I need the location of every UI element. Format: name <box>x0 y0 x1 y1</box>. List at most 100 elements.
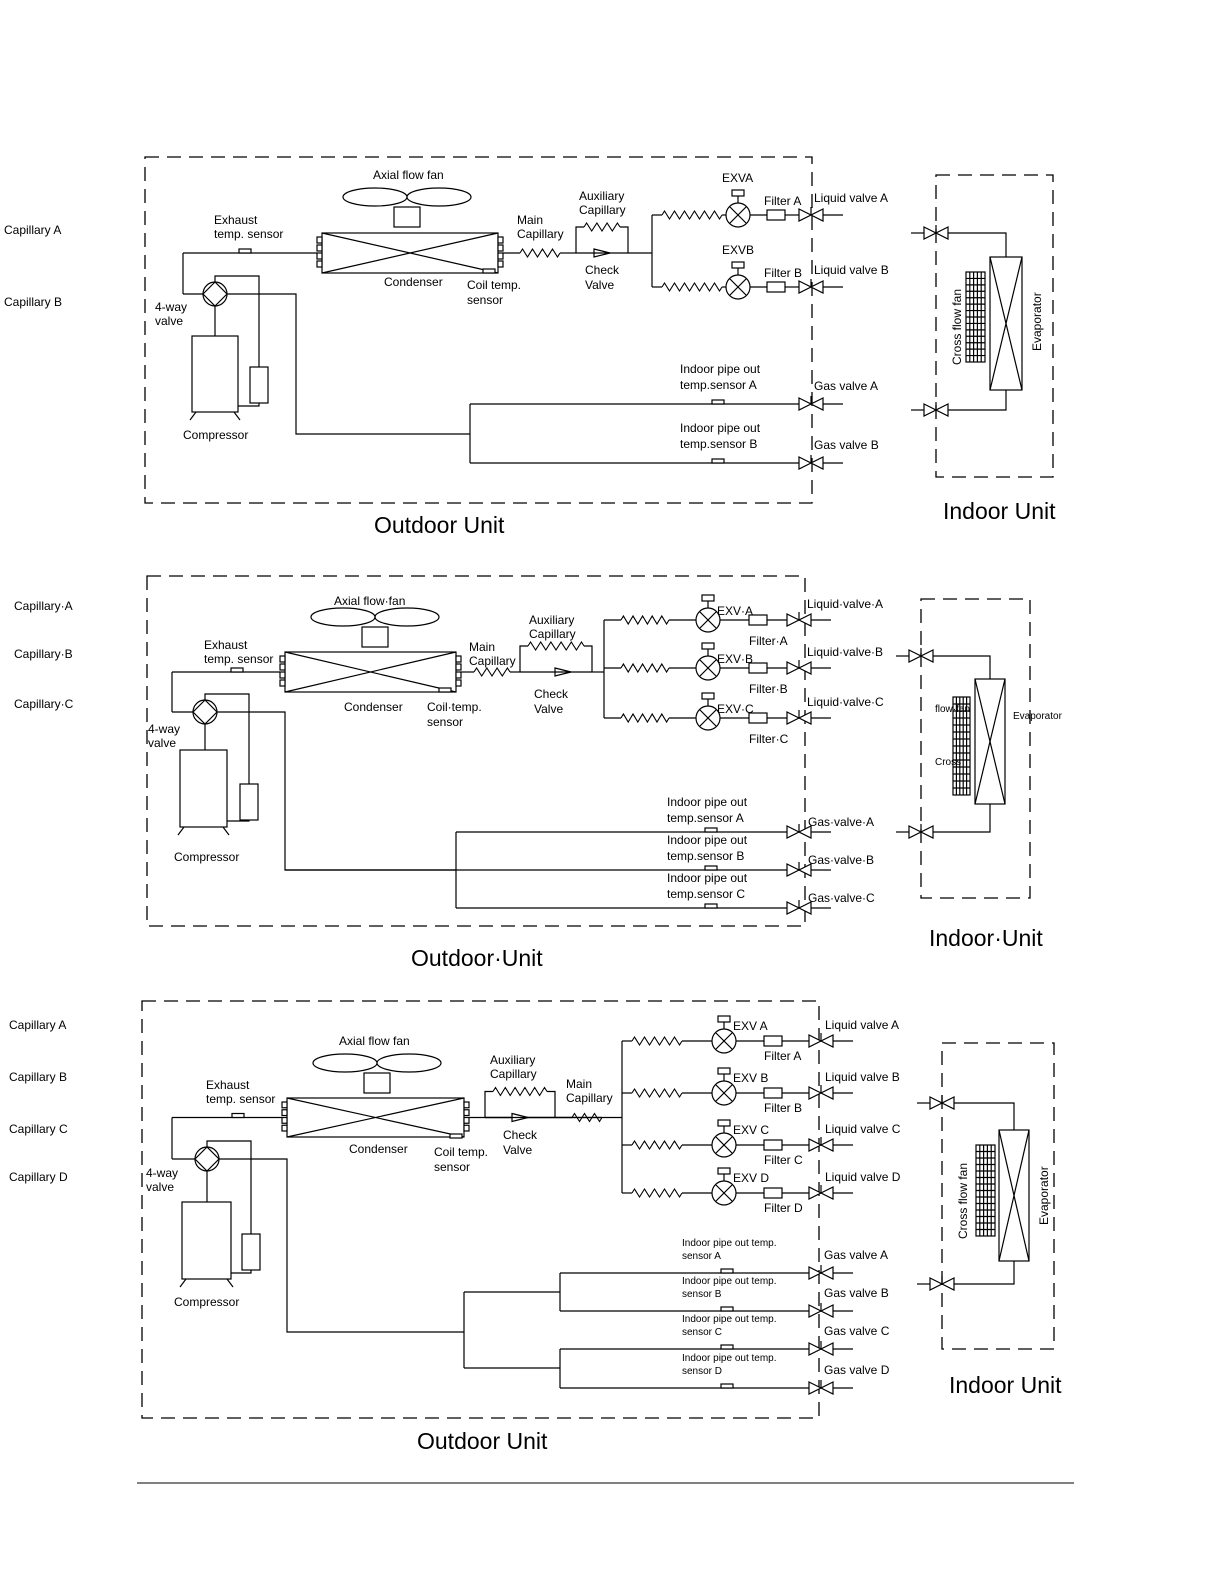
exv-cross <box>729 278 747 296</box>
filter-icon <box>748 712 768 724</box>
exv-icon <box>711 1067 737 1106</box>
gas-sensor-label: Indoor pipe out <box>680 421 761 435</box>
check-valve-label: Check <box>534 687 569 701</box>
cross-flow-fan-icon <box>965 271 986 363</box>
exv-cross <box>715 1032 733 1050</box>
auxiliary-capillary-coil <box>583 221 621 233</box>
filter-label: Filter A <box>764 1049 801 1063</box>
valve-wing <box>808 1304 823 1318</box>
filter-label: Filter·B <box>749 682 788 696</box>
fan-blade <box>406 187 472 207</box>
axial-fan-icon <box>310 607 440 648</box>
valve-wing <box>819 1266 834 1280</box>
gas-valve-label: Gas valve B <box>824 1286 889 1300</box>
filter-label: Filter B <box>764 266 802 280</box>
auxiliary-capillary-coil <box>492 1086 548 1097</box>
valve-wing <box>940 1096 955 1110</box>
exv-cross <box>715 1084 733 1102</box>
pipe <box>484 1090 493 1118</box>
exv-coil <box>731 189 745 197</box>
valve-wing <box>934 403 949 417</box>
gas-service-valve-icon <box>808 1303 834 1318</box>
evaporator-label: Evaporator <box>1013 711 1063 722</box>
condenser-header <box>463 1101 470 1109</box>
coil-sensor-label: Coil temp. <box>434 1145 488 1159</box>
liquid-valve-label: Liquid·valve·B <box>807 645 883 659</box>
condenser-header <box>316 236 323 244</box>
axial-fan-label: Axial flow·fan <box>334 594 405 608</box>
valve-wing <box>819 1304 834 1318</box>
four-way-label: valve <box>146 1180 174 1194</box>
valve-wing <box>786 901 801 915</box>
branch-capillary-label: Capillary B <box>4 295 62 309</box>
aux-capillary-label: Auxiliary <box>579 189 624 203</box>
pipe <box>519 645 528 672</box>
valve-wing <box>809 456 824 470</box>
valve-wing <box>808 1381 823 1395</box>
gas-sensor-label: sensor D <box>682 1366 722 1377</box>
coil-sensor-label: Coil temp. <box>467 278 521 292</box>
aux-capillary-label: Capillary <box>529 627 576 641</box>
aux-capillary-label: Capillary <box>490 1067 537 1081</box>
gas-sensor-label: temp.sensor C <box>667 887 745 901</box>
main-capillary-label: Main <box>517 213 543 227</box>
exhaust-temp-sensor-icon <box>231 1112 245 1119</box>
exv-label: EXV·C <box>717 702 754 716</box>
liquid-valve-label: Liquid·valve·A <box>807 597 883 611</box>
check-valve-label: Valve <box>503 1143 532 1157</box>
gas-sensor-label: sensor C <box>682 1327 722 1338</box>
branch-capillary-coil <box>631 1087 683 1099</box>
branch-capillary-coil <box>620 712 670 724</box>
axial-fan-label: Axial flow fan <box>373 168 444 182</box>
fan-blade <box>376 1053 442 1073</box>
exv-label: EXVB <box>722 243 754 257</box>
filter-icon <box>748 662 768 674</box>
liquid-service-valve-icon <box>808 1033 834 1048</box>
exv-label: EXV D <box>733 1171 769 1185</box>
exv-icon <box>711 1015 737 1054</box>
exv-cross <box>699 709 717 727</box>
valve-wing <box>798 456 813 470</box>
gas-sensor-label: Indoor pipe out <box>667 795 748 809</box>
exv-coil <box>701 692 715 700</box>
evaporator-icon <box>998 1129 1030 1262</box>
gas-sensor-label: Indoor pipe out temp. <box>682 1353 777 1364</box>
compressor-foot <box>189 411 197 421</box>
gas-sensor-label: Indoor pipe out <box>667 833 748 847</box>
hx-cross <box>998 1129 1030 1262</box>
condenser-header <box>316 260 323 268</box>
condenser-label: Condenser <box>344 700 403 714</box>
liquid-service-valve-icon <box>786 612 812 627</box>
compressor-foot <box>177 826 185 836</box>
accumulator-icon <box>249 366 269 404</box>
indoor-unit-title: Indoor Unit <box>949 1372 1062 1398</box>
exv-coil <box>717 1167 731 1175</box>
aux-capillary-label: Auxiliary <box>490 1053 535 1067</box>
valve-wing <box>923 226 938 240</box>
fan-motor <box>393 206 421 228</box>
gas-service-valve-icon <box>798 455 824 470</box>
main-capillary-label: Capillary <box>469 654 516 668</box>
filter-icon <box>763 1139 783 1151</box>
pipe <box>584 645 593 672</box>
exv-coil <box>701 594 715 602</box>
exv-icon <box>695 692 721 731</box>
four-way-label: valve <box>148 736 176 750</box>
exv-coil <box>717 1119 731 1127</box>
pipe-temp-sensor-icon <box>720 1344 734 1350</box>
fan-blade <box>342 187 408 207</box>
exv-icon <box>725 189 751 228</box>
valve-wing <box>819 1342 834 1356</box>
exhaust-sensor-label: Exhaust <box>206 1078 250 1092</box>
exhaust-temp-sensor-icon <box>230 667 244 673</box>
exv-cross <box>699 611 717 629</box>
